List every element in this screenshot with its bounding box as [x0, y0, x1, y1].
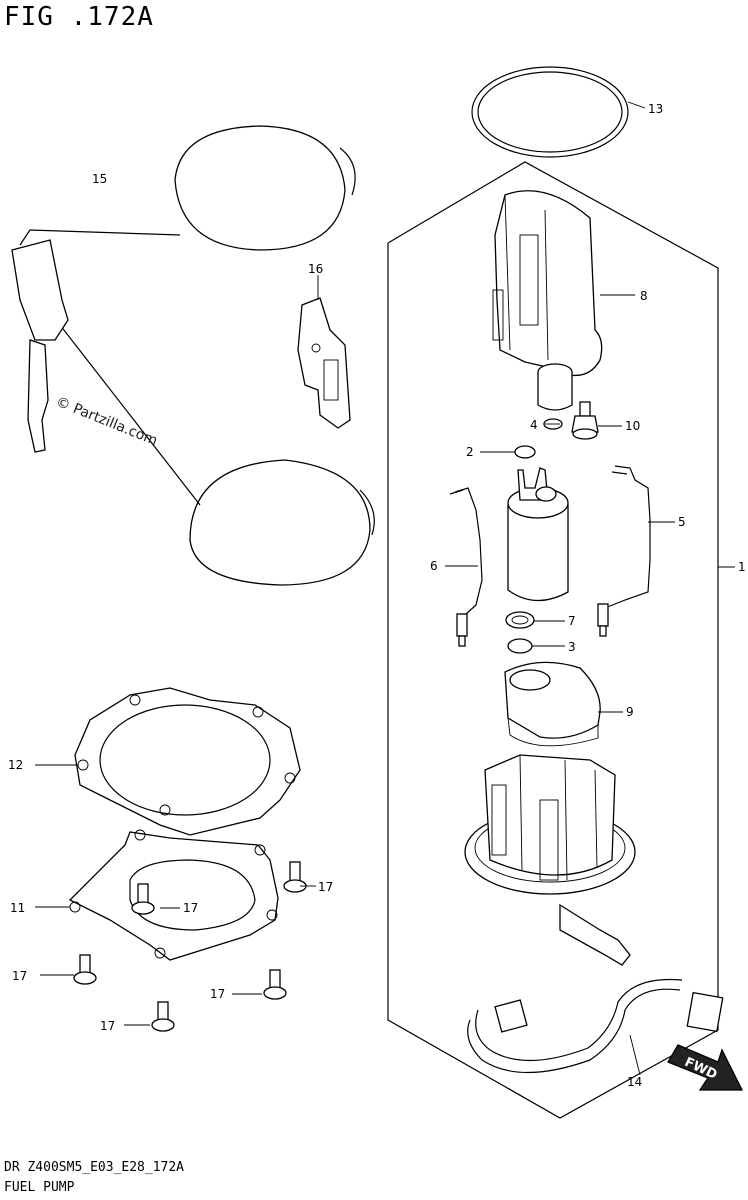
callout-7: 7	[568, 614, 576, 628]
fitting-10	[571, 401, 599, 440]
bolt-17-b	[131, 883, 155, 915]
pump-flange-assembly	[464, 754, 636, 966]
callout-1: 1	[738, 560, 746, 574]
footer-code: DR Z400SM5_E03_E28_172A	[4, 1160, 185, 1175]
pump-case-9	[504, 661, 601, 747]
callout-10: 10	[625, 419, 640, 433]
bolt-17-e	[151, 1001, 175, 1032]
callout-3: 3	[568, 640, 576, 654]
cushion-7	[505, 611, 535, 629]
fwd-arrow: FWD	[667, 1044, 744, 1091]
callout-14: 14	[627, 1075, 642, 1089]
callout-17-e: 17	[100, 1019, 115, 1033]
callout-16: 16	[308, 262, 323, 276]
callout-17-c: 17	[12, 969, 27, 983]
leader-lines	[35, 101, 735, 1076]
fuel-level-gauge-15	[11, 125, 375, 586]
callout-8: 8	[640, 289, 648, 303]
gasket-12	[74, 687, 301, 836]
callout-11: 11	[10, 901, 25, 915]
seal-2	[514, 445, 536, 459]
bolt-17-c	[73, 954, 97, 985]
lead-wire-5	[597, 465, 651, 637]
callout-4: 4	[530, 418, 538, 432]
callout-17-d: 17	[210, 987, 225, 1001]
plate-11	[68, 829, 279, 961]
pump-holder-8	[492, 190, 603, 411]
assembly-outline	[387, 161, 719, 1119]
watermark: © Partzilla.com	[54, 394, 160, 449]
callout-17-a: 17	[318, 880, 333, 894]
callout-15: 15	[92, 172, 107, 186]
fuel-pump-motor	[507, 467, 569, 602]
bolt-17-a	[283, 861, 307, 893]
figure-title: FIG .172A	[4, 2, 154, 32]
callout-9: 9	[626, 705, 634, 719]
callout-6: 6	[430, 559, 438, 573]
footer-name: FUEL PUMP	[4, 1180, 75, 1195]
callout-17-b: 17	[183, 901, 198, 915]
callout-5: 5	[678, 515, 686, 529]
bracket-16	[297, 297, 351, 429]
callout-13: 13	[648, 102, 663, 116]
callout-12: 12	[8, 758, 23, 772]
fuel-hose-14	[467, 978, 724, 1073]
o-ring-13	[471, 66, 629, 158]
lead-wire-6	[449, 487, 483, 647]
callout-2: 2	[466, 445, 474, 459]
seal-3	[507, 638, 533, 654]
bolt-17-d	[263, 969, 287, 1000]
